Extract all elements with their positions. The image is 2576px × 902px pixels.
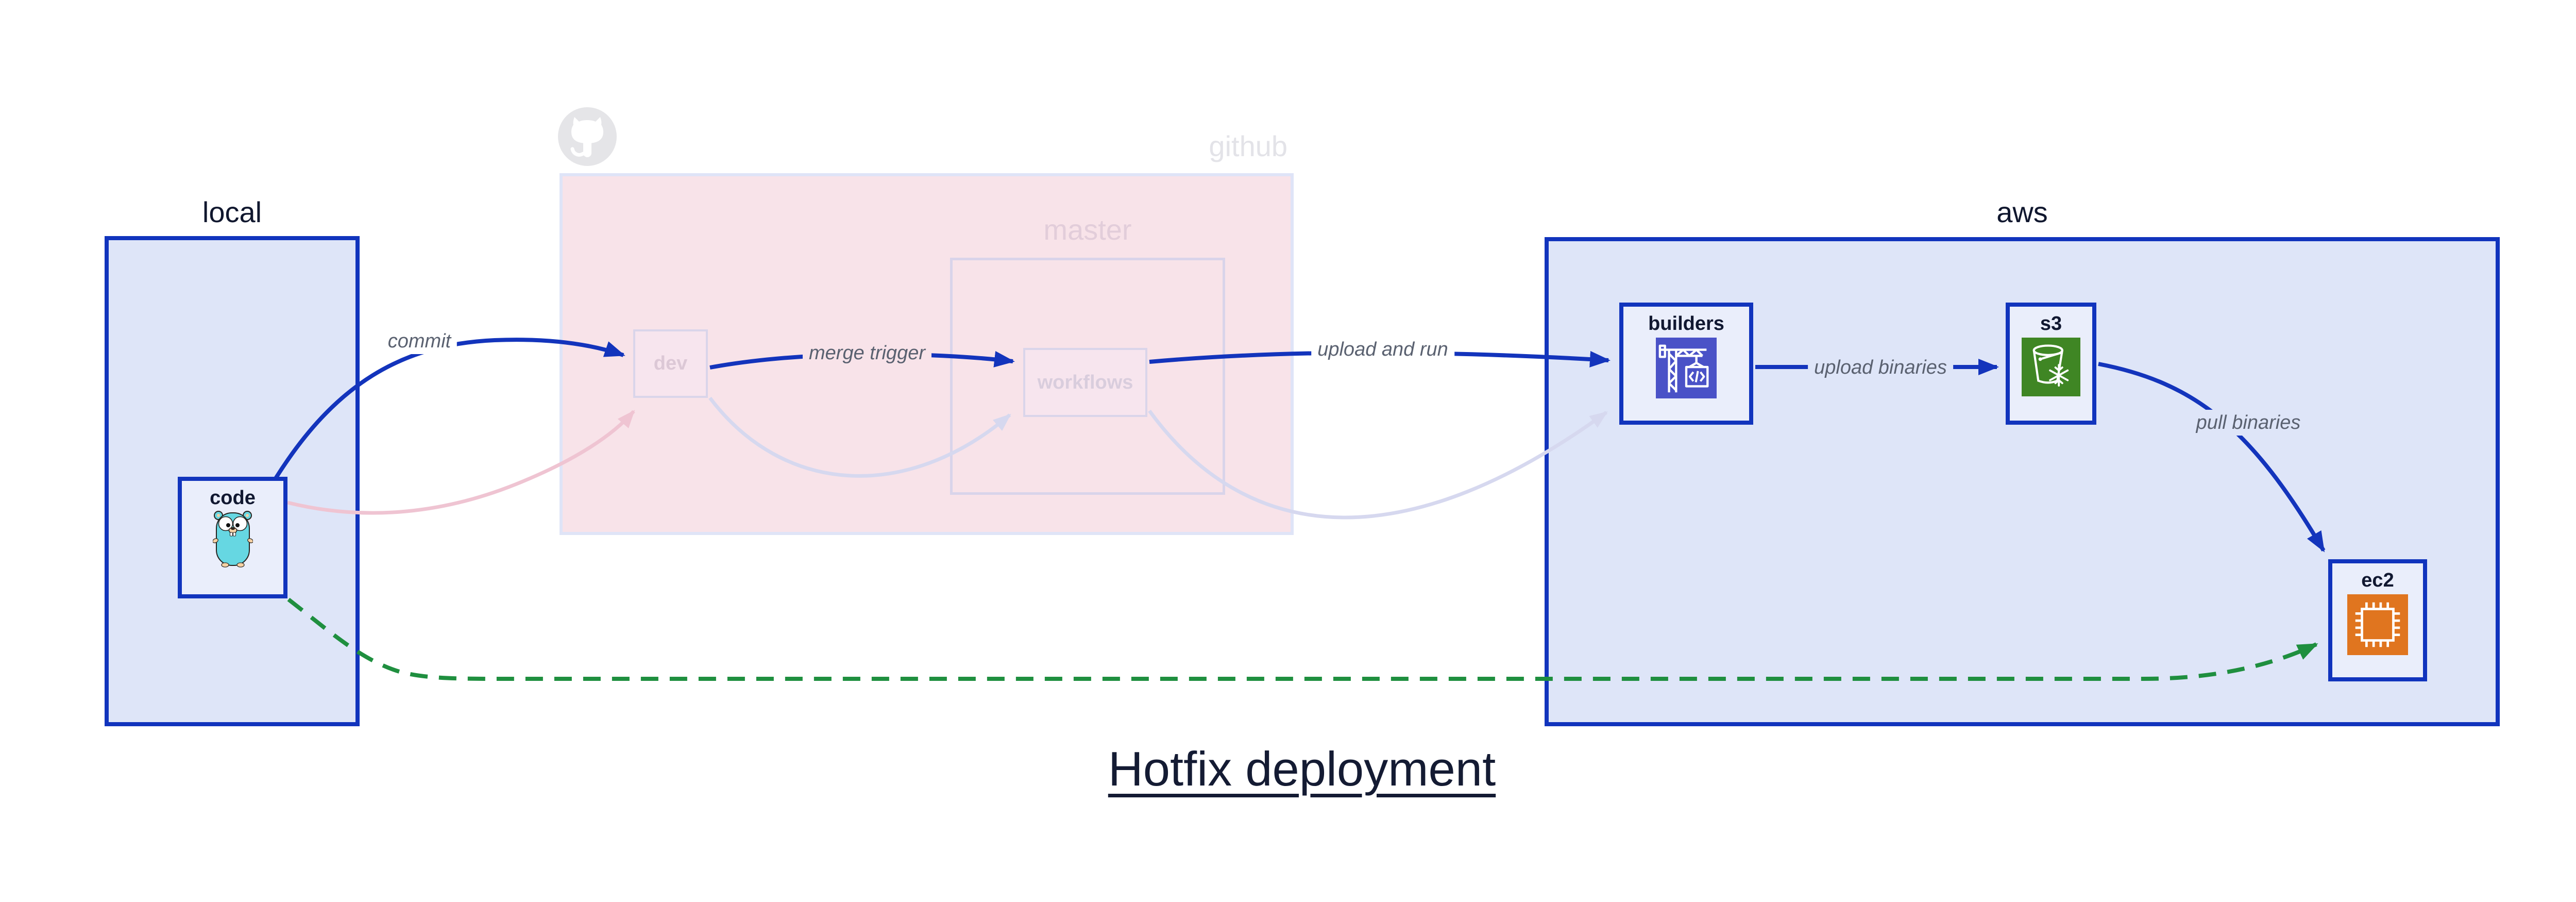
cluster-local-label: local bbox=[202, 196, 262, 228]
node-s3-label: s3 bbox=[2040, 313, 2062, 335]
node-dev: dev bbox=[633, 329, 708, 398]
diagram-title: Hotfix deployment bbox=[1108, 742, 1496, 796]
aws-s3-glacier-icon bbox=[2022, 338, 2080, 396]
node-builders-label: builders bbox=[1648, 313, 1724, 335]
node-ec2-label: ec2 bbox=[2361, 570, 2394, 591]
github-octocat-icon bbox=[558, 107, 617, 166]
node-code: code bbox=[178, 477, 287, 598]
cluster-master-label: master bbox=[1043, 213, 1132, 246]
edge-label-pull-binaries: pull binaries bbox=[2190, 410, 2307, 436]
node-workflows: workflows bbox=[1023, 348, 1147, 417]
cluster-master bbox=[950, 258, 1225, 495]
cluster-github-label: github bbox=[1209, 130, 1287, 162]
aws-ec2-icon bbox=[2347, 594, 2408, 655]
node-ec2: ec2 bbox=[2328, 559, 2427, 681]
edge-label-upload-and-run: upload and run bbox=[1311, 337, 1454, 362]
node-workflows-label: workflows bbox=[1037, 371, 1133, 393]
edge-label-commit: commit bbox=[381, 328, 457, 354]
edge-label-merge-trigger: merge trigger bbox=[803, 340, 931, 366]
edge-label-upload-binaries: upload binaries bbox=[1808, 355, 1953, 380]
node-code-label: code bbox=[210, 487, 256, 509]
node-s3: s3 bbox=[2006, 303, 2096, 425]
node-dev-label: dev bbox=[653, 353, 688, 374]
node-builders: builders bbox=[1619, 303, 1753, 425]
aws-codebuild-icon bbox=[1656, 338, 1717, 398]
cluster-aws-label: aws bbox=[1996, 196, 2048, 228]
go-gopher-icon bbox=[212, 511, 253, 567]
